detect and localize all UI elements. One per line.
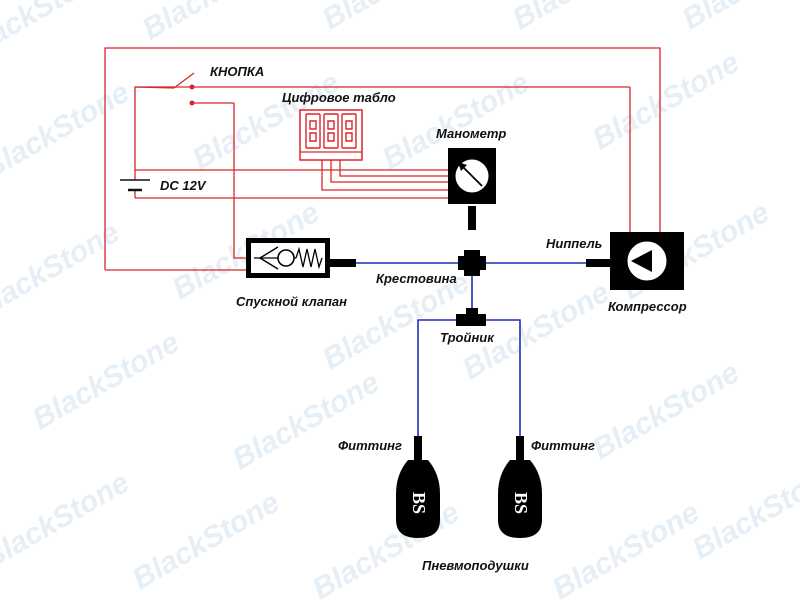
gauge-needle-tip <box>458 162 467 171</box>
wire-display-2 <box>330 160 448 183</box>
cross-label: Крестовина <box>376 271 457 286</box>
watermark: BlackStone <box>27 326 185 436</box>
push-button: КНОПКА <box>134 64 264 106</box>
gauge-needle <box>461 165 483 187</box>
watermark: BlackStone <box>0 0 115 66</box>
airbag-left-assembly: Фиттинг BS <box>338 436 440 538</box>
display-label: Цифровое табло <box>282 90 396 105</box>
airbags-label: Пневмоподушки <box>422 558 529 573</box>
digital-display: Цифровое табло <box>282 90 396 161</box>
display-digit-2 <box>323 113 339 149</box>
gauge-label: Манометр <box>436 126 506 141</box>
valve-spring-icon <box>295 246 323 270</box>
airbag-right-assembly: Фиттинг BS <box>498 436 595 538</box>
valve-ball <box>277 249 295 267</box>
air-line-tee-right <box>486 319 521 436</box>
gauge-port <box>468 206 476 230</box>
switch-lever <box>173 72 195 89</box>
airbag-left-logo: BS <box>409 492 429 514</box>
fitting-right-label: Фиттинг <box>531 438 595 453</box>
button-label: КНОПКА <box>210 64 264 79</box>
compressor-arrow-icon <box>631 250 652 272</box>
compressor-label: Компрессор <box>608 299 687 314</box>
cross-fitting: Крестовина <box>376 250 486 286</box>
nipple-label: Ниппель <box>546 236 602 251</box>
watermark: BlackStone <box>307 496 465 600</box>
airbag-left <box>396 460 440 538</box>
fitting-left <box>414 436 422 460</box>
watermark: BlackStone <box>587 46 745 156</box>
wire-valve-lead <box>233 103 246 259</box>
compressor: Ниппель Компрессор <box>546 232 687 314</box>
watermark: BlackStone <box>137 0 295 46</box>
tee-fitting: Тройник <box>440 308 495 345</box>
fitting-right <box>516 436 524 460</box>
watermark: BlackStone <box>0 216 125 326</box>
air-line-tee-left <box>417 319 456 436</box>
fitting-left-label: Фиттинг <box>338 438 402 453</box>
valve-port <box>330 259 356 267</box>
switch-lever-left <box>134 86 175 89</box>
air-lines <box>356 262 586 436</box>
watermark: BlackStone <box>587 356 745 466</box>
wire-display-1 <box>321 160 448 191</box>
power-label: DC 12V <box>160 178 207 193</box>
battery: DC 12V <box>120 178 207 193</box>
watermark: BlackStone <box>127 486 285 596</box>
watermark: BlackStone <box>547 496 705 600</box>
release-valve: Спускной клапан <box>236 238 356 309</box>
watermark: BlackStone <box>0 76 135 186</box>
watermark: BlackStone <box>687 456 800 566</box>
wire-outer-loop <box>104 47 661 270</box>
wire-display-3 <box>339 160 448 177</box>
display-digit-1 <box>305 113 321 149</box>
watermark: BlackStone <box>677 0 800 36</box>
tee-label: Тройник <box>440 330 495 345</box>
watermark: BlackStone <box>507 0 665 36</box>
watermark: BlackStone <box>0 466 135 576</box>
display-digit-3 <box>341 113 357 149</box>
switch-contact-a <box>189 84 195 90</box>
watermark: BlackStone <box>317 0 475 36</box>
pressure-gauge: Манометр <box>436 126 506 230</box>
switch-contact-b <box>189 100 195 106</box>
electrical-wiring <box>104 47 661 271</box>
wire-switch-lead <box>134 86 190 180</box>
valve-label: Спускной клапан <box>236 294 347 309</box>
nipple-port <box>586 259 612 267</box>
airbag-right <box>498 460 542 538</box>
airbag-right-logo: BS <box>511 492 531 514</box>
watermark: BlackStone <box>227 366 385 476</box>
